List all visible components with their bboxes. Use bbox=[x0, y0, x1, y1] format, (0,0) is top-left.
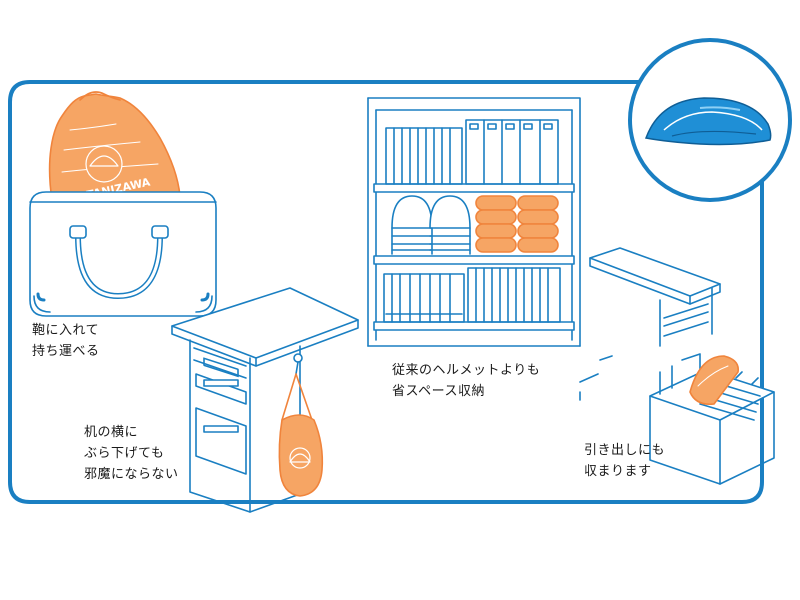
bag-handle-inner bbox=[76, 234, 162, 298]
drawer-caption-line2: 収まります bbox=[584, 464, 652, 479]
shelf-caption: 従来のヘルメットよりも 省スペース収納 bbox=[392, 360, 540, 402]
bag-scene: TANIZAWA bbox=[29, 91, 217, 317]
drawer-caption: 引き出しにも 収まります bbox=[584, 440, 665, 482]
inset-circle bbox=[628, 38, 792, 202]
shelf-caption-line1: 従来のヘルメットよりも bbox=[392, 363, 541, 378]
drawer-pouch bbox=[689, 355, 740, 406]
hang-caption-line3: 邪魔にならない bbox=[84, 467, 179, 482]
hang-caption-line1: 机の横に bbox=[84, 425, 139, 440]
bag-body bbox=[29, 191, 217, 317]
folded-helmet-icon bbox=[644, 97, 772, 146]
frame-border bbox=[8, 80, 764, 504]
hang-caption: 机の横に ぶら下げても 邪魔にならない bbox=[84, 422, 179, 485]
drawer-caption-line1: 引き出しにも bbox=[584, 443, 666, 458]
shelf-scene bbox=[367, 97, 581, 347]
desk-drawer-scene bbox=[579, 247, 775, 485]
bag-caption-line1: 鞄に入れて bbox=[32, 323, 100, 338]
hanging-pouch bbox=[278, 414, 324, 497]
bag-caption-line2: 持ち運べる bbox=[32, 344, 100, 359]
hang-caption-line2: ぶら下げても bbox=[84, 446, 165, 461]
pouch bbox=[48, 93, 181, 201]
shelf-caption-line2: 省スペース収納 bbox=[392, 384, 485, 399]
bag-caption: 鞄に入れて 持ち運べる bbox=[32, 320, 100, 362]
desk-hang-scene bbox=[171, 287, 359, 513]
